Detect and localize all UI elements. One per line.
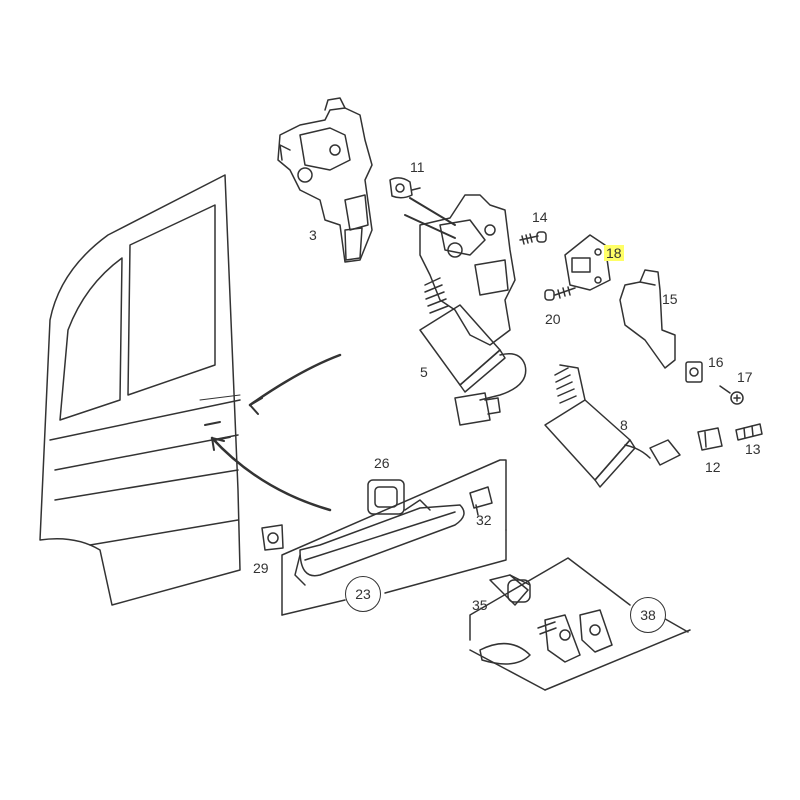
label-part-18: 18 [604, 245, 624, 261]
leader-arrows [210, 353, 342, 512]
door-window [127, 204, 216, 396]
label-part-14: 14 [532, 209, 548, 225]
part-14-screw [519, 231, 547, 245]
label-part-35: 35 [472, 597, 488, 613]
label-part-23: 23 [345, 576, 381, 612]
label-part-38: 38 [630, 597, 666, 633]
label-part-17: 17 [737, 369, 753, 385]
part-38-cylinder [469, 557, 691, 691]
label-part-26: 26 [374, 455, 390, 471]
label-part-32: 32 [476, 512, 492, 528]
label-part-11: 11 [410, 159, 425, 175]
actuator-spring [424, 277, 449, 314]
part-18-bracket [564, 234, 611, 291]
part-5-latch [419, 194, 527, 426]
label-part-15: 15 [662, 291, 678, 307]
part-15-cover [619, 269, 676, 369]
label-part-5: 5 [420, 364, 428, 380]
label-part-20: 20 [545, 311, 561, 327]
part-17-screw [719, 385, 744, 405]
part-3-lock [277, 97, 373, 263]
part-8-actuator [544, 364, 681, 488]
label-part-8: 8 [620, 417, 628, 433]
label-part-16: 16 [708, 354, 724, 370]
label-part-3: 3 [309, 227, 317, 243]
part-12-clip [697, 427, 723, 451]
label-part-29: 29 [253, 560, 269, 576]
part-13-connector [735, 423, 763, 441]
part-23-handle [261, 459, 507, 616]
label-part-13: 13 [745, 441, 761, 457]
part-11-clip [389, 177, 421, 199]
label-part-12: 12 [705, 459, 721, 475]
door-panel [39, 174, 241, 606]
part-16-plate [685, 361, 703, 383]
part-20-screw [544, 286, 576, 301]
